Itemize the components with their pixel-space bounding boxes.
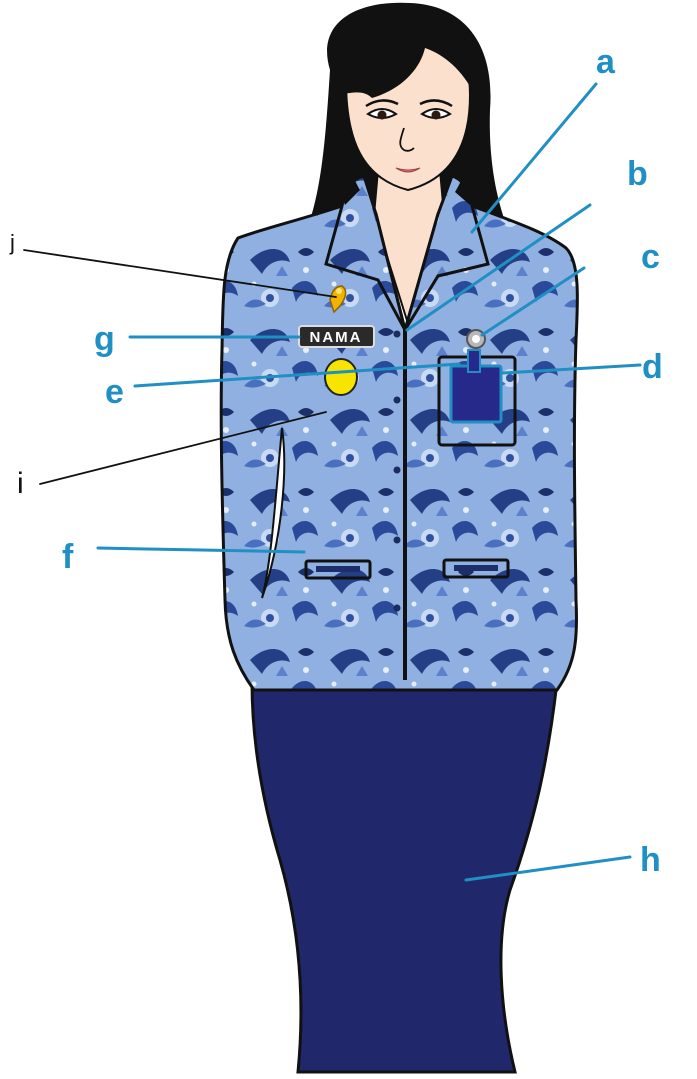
label-d: d	[642, 348, 663, 386]
label-i: i	[17, 467, 24, 500]
label-f: f	[62, 538, 74, 576]
label-b: b	[627, 155, 648, 193]
name-tag-text: NAMA	[310, 329, 363, 346]
id-card	[451, 366, 501, 422]
skirt	[252, 682, 557, 1072]
label-g: g	[94, 320, 115, 358]
label-c: c	[641, 238, 660, 276]
label-e: e	[105, 373, 124, 411]
label-a: a	[596, 43, 616, 81]
yellow-badge	[325, 359, 357, 395]
label-j: j	[9, 230, 15, 255]
label-h: h	[640, 841, 661, 879]
